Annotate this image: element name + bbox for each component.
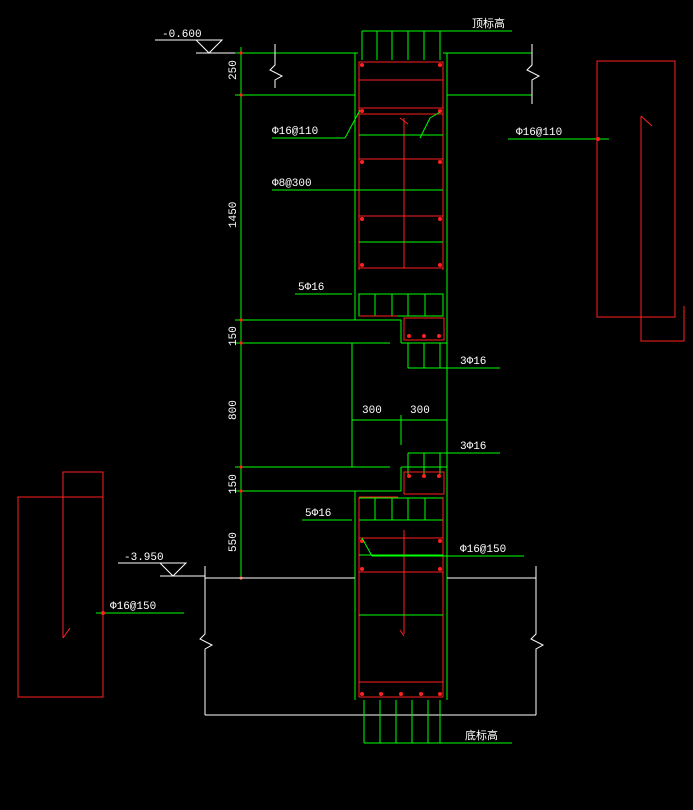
- top-elevation-label: -0.600: [162, 29, 202, 41]
- dim-550: 550: [228, 532, 240, 552]
- lower-5phi16: 5Φ16: [302, 496, 444, 521]
- upper-3phi16: 3Φ16: [407, 343, 500, 369]
- phi16-150-right-label: Φ16@150: [460, 544, 506, 556]
- dim-300-right: 300: [410, 405, 430, 417]
- upper-5phi16: 5Φ16: [295, 282, 445, 341]
- phi8-300-label: Φ8@300: [272, 178, 312, 190]
- left-rebar-detail: Φ16@150: [17, 471, 184, 698]
- three-phi16-upper-label: 3Φ16: [460, 356, 486, 368]
- dim-250: 250: [228, 60, 240, 80]
- phi16-110-left-label: Φ16@110: [272, 126, 318, 138]
- dim-150-upper: 150: [228, 326, 240, 346]
- top-slab: 顶标高: [268, 16, 541, 104]
- right-rebar-detail: Φ16@110: [508, 60, 685, 342]
- five-phi16-upper-label: 5Φ16: [298, 282, 324, 294]
- phi16-150-left-label: Φ16@150: [110, 601, 156, 613]
- top-elevation-marker: -0.600: [155, 29, 240, 54]
- lower-3phi16: 3Φ16: [403, 441, 500, 495]
- top-rebar-label: 顶标高: [472, 16, 505, 31]
- three-phi16-lower-label: 3Φ16: [460, 441, 486, 453]
- phi16-110-right-label: Φ16@110: [516, 127, 562, 139]
- bottom-elevation-marker: -3.950: [118, 552, 205, 577]
- dim-800: 800: [228, 400, 240, 420]
- lower-wall-rebar: Φ16@150: [358, 497, 524, 698]
- dim-1450: 1450: [228, 202, 240, 228]
- bottom-rebar-label: 底标高: [465, 728, 498, 743]
- wall-outline: 300 300: [345, 53, 448, 578]
- bottom-elevation-label: -3.950: [124, 552, 164, 564]
- left-dimension-chain: 250 1450 150 800 150 550: [228, 47, 390, 580]
- upper-annotations: Φ16@110 Φ8@300: [272, 109, 441, 191]
- dim-150-lower: 150: [228, 474, 240, 494]
- five-phi16-lower-label: 5Φ16: [305, 508, 331, 520]
- bottom-slab: 底标高: [199, 566, 545, 744]
- dim-300-left: 300: [362, 405, 382, 417]
- upper-wall-rebar: [358, 61, 444, 270]
